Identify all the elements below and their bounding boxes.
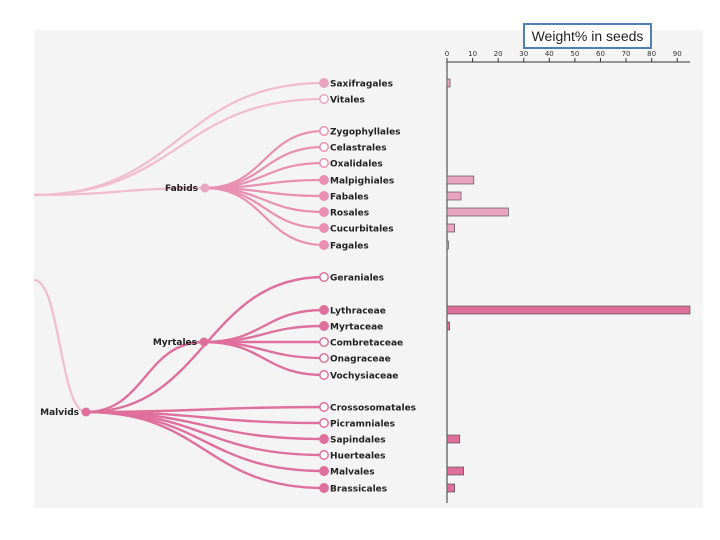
leaf-label: Fagales [330,242,369,252]
leaf-node [319,126,329,136]
branch-malvids-stem [33,278,87,414]
branch-saxifragales [33,81,325,197]
x-tick-label: 30 [519,50,528,58]
leaf-label: Picramniales [330,420,395,430]
bar [446,223,455,233]
leaf-node [319,418,329,428]
bar [446,240,449,250]
x-tick-label: 80 [647,50,656,58]
leaf-label: Geraniales [330,274,384,284]
x-tick-label: 0 [445,50,449,58]
bar [446,305,691,315]
bar [446,78,451,88]
leaf-label: Lythraceae [330,307,386,317]
leaf-node [319,142,329,152]
node-label-myrtales: Myrtales [153,338,197,348]
leaf-label: Oxalidales [330,160,383,170]
leaf-node [319,305,329,315]
leaf-node [319,175,329,185]
leaf-label: Brassicales [330,485,387,495]
bar [446,207,509,217]
leaf-label: Onagraceae [330,355,391,365]
x-tick-label: 10 [468,50,477,58]
branch-fabids-fagales [204,186,325,247]
x-tick-label: 90 [673,50,682,58]
leaf-node [319,94,329,104]
x-tick-label: 60 [596,50,605,58]
leaf-label: Huerteales [330,452,386,462]
x-tick-label: 40 [545,50,554,58]
x-tick-label: 70 [622,50,631,58]
leaf-node [319,466,329,476]
branch-myrtales-stem [85,340,205,414]
leaf-label: Crossosomatales [330,404,416,414]
bar [446,321,450,331]
chart-title: Weight% in seeds [523,23,652,49]
chart-panel [34,30,703,508]
leaf-label: Sapindales [330,436,386,446]
leaf-node [319,191,329,201]
bar [446,434,461,444]
leaf-node [319,223,329,233]
leaf-label: Rosales [330,209,369,219]
leaf-node [319,272,329,282]
leaf-label: Saxifragales [330,80,393,90]
node-label-fabids: Fabids [165,184,198,194]
leaf-node [319,450,329,460]
leaf-node [319,483,329,493]
leaf-label: Myrtaceae [330,323,383,333]
leaf-label: Malvales [330,468,375,478]
leaf-node [319,321,329,331]
leaf-label: Celastrales [330,144,387,154]
bar [446,466,464,476]
leaf-node [319,353,329,363]
branch-fabids-cucurbitales [204,186,325,230]
leaf-label: Cucurbitales [330,225,394,235]
branch-fabids-celastrales [204,145,325,190]
node-malvids [81,407,91,417]
leaf-label: Malpighiales [330,177,394,187]
leaf-label: Combretaceae [330,339,403,349]
leaf-node [319,78,329,88]
branch-myrtales-vochysiaceae [203,340,325,377]
leaf-node [319,158,329,168]
x-tick-label: 20 [494,50,503,58]
leaf-node [319,337,329,347]
branch-fabids-malpighiales [204,178,325,190]
branch-myrtales-myrtaceae [203,324,325,344]
branch-malvids-sapindales [85,410,325,441]
bar [446,175,475,185]
leaf-node [319,402,329,412]
leaf-label: Zygophyllales [330,128,401,138]
x-tick-label: 50 [570,50,579,58]
branch-myrtales-onagraceae [203,340,325,360]
leaf-node [319,240,329,250]
leaf-node [319,207,329,217]
branch-fabids-stem [33,186,206,197]
bar [446,191,462,201]
leaf-node [319,370,329,380]
leaf-label: Vochysiaceae [330,372,398,382]
branch-vitales [33,97,325,197]
leaf-label: Vitales [330,96,365,106]
node-myrtales [199,337,209,347]
bar [446,483,455,493]
leaf-node [319,434,329,444]
leaf-label: Fabales [330,193,369,203]
branch-malvids-brassicales [85,410,325,490]
node-label-malvids: Malvids [40,408,79,418]
node-fabids [200,183,210,193]
branch-malvids-malvales [85,410,325,473]
